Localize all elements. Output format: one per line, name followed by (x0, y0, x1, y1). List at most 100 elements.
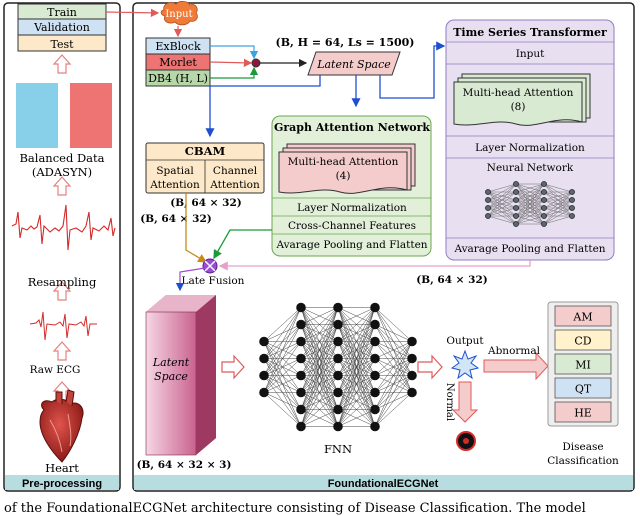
fnn-node (370, 302, 380, 313)
tst-nn-node (513, 205, 519, 211)
tst-nn-edge (543, 183, 573, 193)
fnn-edge (337, 307, 376, 427)
train-to-input-arrow (105, 8, 160, 18)
tst-nn-node (541, 189, 547, 195)
class-bar-abnormal (70, 83, 112, 148)
dim-tst-label: (B, 64 × 32) (416, 274, 487, 286)
latent-to-cbam-arrow (205, 75, 321, 138)
class-label-cd: CD (574, 335, 591, 348)
concat-node (251, 58, 261, 68)
morlet-label: Morlet (159, 56, 197, 69)
fnn-node (333, 421, 343, 432)
tst-nn-node (485, 213, 491, 219)
fnn-node (407, 353, 417, 364)
fnn-edge (337, 375, 376, 427)
tst-nn-edge (487, 191, 517, 217)
tst-nn-edge (487, 199, 517, 217)
tst-nn-edge (515, 207, 545, 225)
fnn-node (333, 336, 343, 347)
fnn-edge (263, 324, 302, 393)
tst-nn-node (513, 213, 519, 219)
tst-nn-edge (487, 183, 517, 217)
fnn-node (296, 370, 306, 381)
fnn-edge (300, 392, 339, 427)
tst-nn-node (513, 221, 519, 227)
raw-ecg-label: Raw ECG (30, 364, 81, 376)
adasyn-label: (ADASYN) (32, 165, 92, 179)
fnn-edge (300, 341, 339, 427)
disease-label-1: Disease (562, 441, 603, 453)
output-label: Output (446, 335, 484, 347)
latent-to-fnn-arrow (221, 354, 245, 380)
test-label: Test (50, 38, 74, 51)
fnn-node (370, 370, 380, 381)
cbam-channel-2: Attention (209, 179, 260, 191)
tst-nn-edge (515, 191, 545, 225)
fnn-node (407, 387, 417, 398)
fnn-node (333, 319, 343, 330)
preprocessing-panel: Pre-processing Train Validation Test Bal… (3, 2, 121, 492)
normal-terminal-dot (463, 438, 469, 444)
cbam-channel-1: Channel (213, 165, 258, 177)
tst-nn-edge (543, 215, 573, 225)
heart-icon (39, 389, 84, 463)
tst-nn-edge (543, 191, 573, 225)
tst-mha-label: Multi-head Attention (463, 87, 574, 99)
heart-label: Heart (45, 461, 79, 475)
gat-block: Graph Attention Network Multi-head Atten… (271, 115, 432, 257)
class-label-qt: QT (575, 383, 592, 396)
class-box-he (554, 401, 612, 423)
late-fusion-node (202, 258, 218, 274)
tst-nn-edge (543, 191, 573, 201)
latent-block-label-1: Latent (152, 356, 190, 369)
cbam-spatial-2: Attention (149, 179, 200, 191)
fnn-edge (300, 324, 339, 427)
gat-mha-count: (4) (336, 170, 351, 182)
fnn-edge (337, 307, 376, 393)
fnn-edge (337, 307, 376, 410)
fnn-edge (374, 324, 413, 342)
fnn-node (370, 421, 380, 432)
fnn-node (370, 387, 380, 398)
fnn-edge (300, 307, 339, 410)
class-box-am (554, 305, 612, 327)
class-label-mi: MI (575, 359, 591, 372)
fnn-edge (263, 307, 302, 376)
fnn-edge (337, 307, 376, 376)
figure-caption: of the FoundationalECGNet architecture c… (4, 501, 586, 516)
tst-nn: Neural Network (487, 162, 574, 174)
fnn-node (407, 336, 417, 347)
tst-input: Input (516, 48, 545, 60)
tst-nn-edge (515, 215, 545, 225)
fnn-edge (263, 375, 302, 393)
pre-up-arrows (52, 54, 72, 401)
late-fusion-label: Late Fusion (182, 275, 245, 287)
fnn-node (296, 302, 306, 313)
main-footer: FoundationalECGNet (328, 478, 439, 490)
tst-nn-edge (515, 183, 545, 209)
fnn-edge (300, 307, 339, 359)
fnn-to-output-arrow (417, 354, 443, 380)
latent-space-label: Latent Space (316, 58, 391, 71)
dim-cbam-label: (B, 64 × 32) (140, 213, 211, 225)
fnn-edge (374, 341, 413, 393)
fnn-edge (374, 307, 413, 342)
fnn-edge (374, 375, 413, 427)
normal-arrow (451, 381, 479, 423)
tst-nn-node (569, 189, 575, 195)
fnn-node (370, 319, 380, 330)
tst-nn-node (569, 197, 575, 203)
validation-label: Validation (33, 21, 90, 34)
fnn-edge (263, 307, 302, 359)
tst-nn-node (485, 189, 491, 195)
gat-pooling: Avarage Pooling and Flatten (275, 239, 427, 251)
class-label-he: HE (574, 407, 592, 420)
fnn-edge (374, 341, 413, 427)
cbam-spatial-1: Spatial (156, 165, 194, 177)
cbam-title: CBAM (185, 144, 226, 158)
gat-layernorm: Layer Normalization (297, 202, 407, 214)
fnn-node (333, 404, 343, 415)
tst-layernorm: Layer Normalization (475, 142, 585, 154)
